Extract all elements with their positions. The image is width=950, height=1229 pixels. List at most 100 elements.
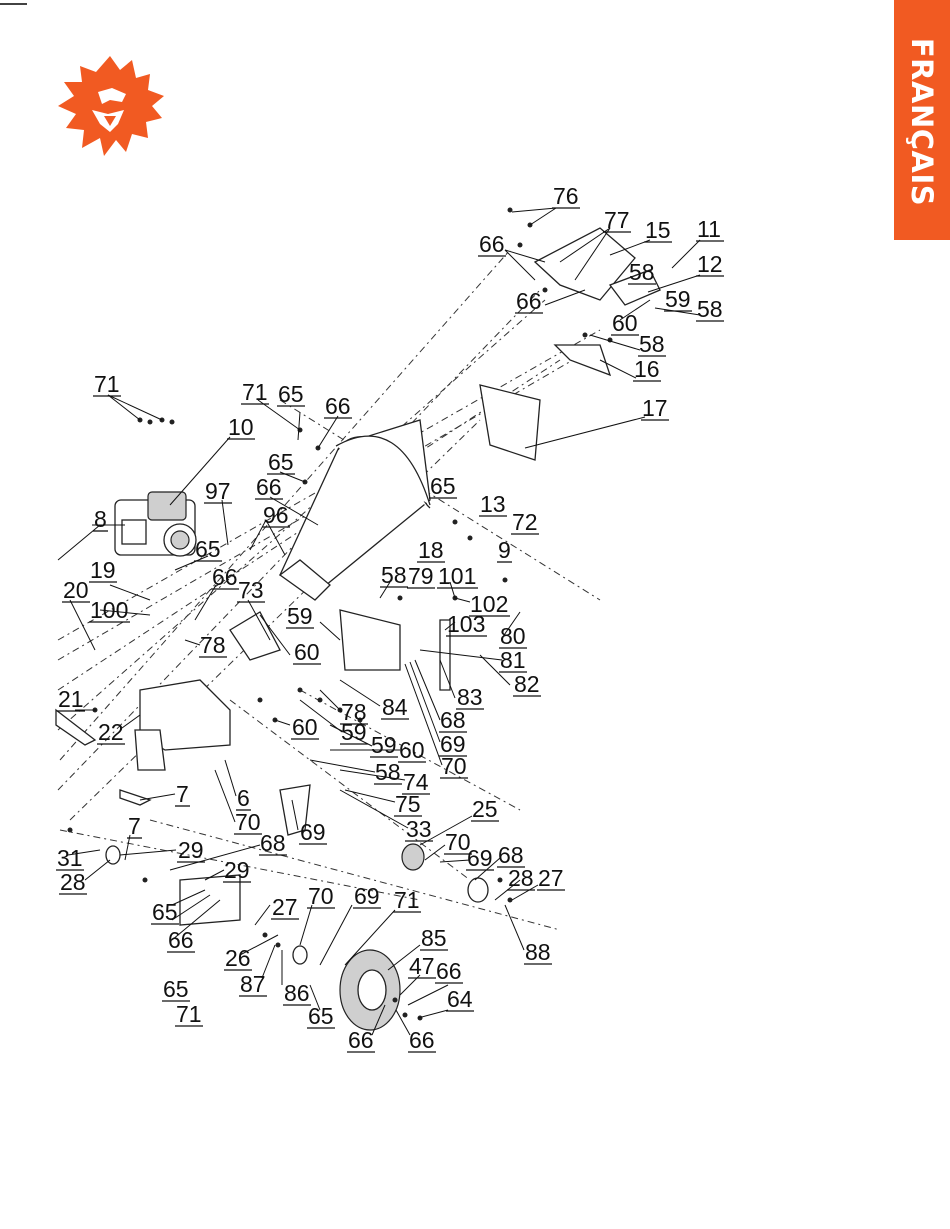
callout-number: 11 xyxy=(697,216,721,242)
callout-number: 83 xyxy=(457,684,483,710)
callout-number: 15 xyxy=(645,217,671,243)
callout-70: 70 xyxy=(307,883,335,909)
callout-number: 65 xyxy=(308,1003,334,1029)
callout-number: 58 xyxy=(375,759,401,785)
callout-number: 65 xyxy=(278,381,304,407)
callout-16: 16 xyxy=(633,356,661,382)
callout-number: 22 xyxy=(98,719,124,745)
frame-bars xyxy=(55,619,451,836)
callout-102: 102 xyxy=(469,591,510,617)
callout-58: 58 xyxy=(696,296,724,322)
callout-number: 28 xyxy=(60,869,86,895)
callout-number: 16 xyxy=(634,356,660,382)
callout-20: 20 xyxy=(62,577,90,603)
callout-27: 27 xyxy=(537,865,565,891)
callout-60: 60 xyxy=(293,639,321,665)
callout-59: 59 xyxy=(286,603,314,629)
callout-number: 70 xyxy=(441,753,467,779)
callout-number: 59 xyxy=(287,603,313,629)
callout-27: 27 xyxy=(271,894,299,920)
callout-70: 70 xyxy=(234,809,262,835)
callout-number: 76 xyxy=(553,183,579,209)
callout-65: 65 xyxy=(429,473,457,499)
callout-103: 103 xyxy=(446,611,487,637)
callout-77: 77 xyxy=(603,207,631,233)
callout-number: 71 xyxy=(242,379,268,405)
callout-58: 58 xyxy=(638,331,666,357)
callout-number: 81 xyxy=(500,647,526,673)
callout-75: 75 xyxy=(394,791,422,817)
callout-number: 80 xyxy=(500,623,526,649)
callout-number: 68 xyxy=(498,842,524,868)
callout-number: 60 xyxy=(292,714,318,740)
callout-58: 58 xyxy=(380,562,408,588)
callout-74: 74 xyxy=(402,769,430,795)
callout-number: 59 xyxy=(371,732,397,758)
callout-number: 71 xyxy=(394,887,420,913)
callout-number: 71 xyxy=(176,1001,202,1027)
callout-68: 68 xyxy=(439,707,467,733)
callout-number: 66 xyxy=(0,0,26,5)
callout-70: 70 xyxy=(440,753,468,779)
callout-number: 26 xyxy=(225,945,251,971)
callout-84: 84 xyxy=(381,694,409,720)
callout-number: 97 xyxy=(205,478,231,504)
callout-6: 6 xyxy=(236,785,251,811)
callout-66: 66 xyxy=(211,564,239,590)
callout-11: 11 xyxy=(696,216,724,242)
callout-59: 59 xyxy=(370,732,398,758)
callout-number: 75 xyxy=(395,791,421,817)
callout-96: 96 xyxy=(262,502,290,528)
callout-58: 58 xyxy=(628,259,656,285)
callout-number: 6 xyxy=(237,785,250,811)
callout-number: 78 xyxy=(341,699,367,725)
callout-69: 69 xyxy=(299,819,327,845)
callout-number: 100 xyxy=(90,597,128,623)
callout-7: 7 xyxy=(127,813,142,839)
callout-82: 82 xyxy=(513,671,541,697)
callout-28: 28 xyxy=(507,865,535,891)
callout-number: 68 xyxy=(260,830,286,856)
callout-number: 65 xyxy=(152,899,178,925)
callout-number: 66 xyxy=(256,474,282,500)
callout-number: 66 xyxy=(212,564,238,590)
chipper-housing xyxy=(134,609,401,926)
callout-number: 77 xyxy=(604,207,630,233)
callout-number: 103 xyxy=(447,611,485,637)
callout-number: 78 xyxy=(200,632,226,658)
callout-number: 58 xyxy=(697,296,723,322)
callout-number: 66 xyxy=(168,927,194,953)
callout-87: 87 xyxy=(239,971,267,997)
callout-66: 66 xyxy=(167,927,195,953)
callout-number: 66 xyxy=(409,1027,435,1053)
callout-number: 65 xyxy=(163,976,189,1002)
callout-31: 31 xyxy=(56,845,84,871)
callout-number: 65 xyxy=(195,536,221,562)
callout-85: 85 xyxy=(420,925,448,951)
wheel-assembly xyxy=(105,843,489,1031)
callout-21: 21 xyxy=(57,686,85,712)
callout-79: 79 xyxy=(407,563,435,589)
callout-101: 101 xyxy=(437,563,478,589)
callout-number: 18 xyxy=(418,537,444,563)
callout-number: 70 xyxy=(308,883,334,909)
language-tab: FRANÇAIS xyxy=(894,0,950,240)
callout-number: 25 xyxy=(472,796,498,822)
callout-66: 66 xyxy=(515,288,543,314)
callout-number: 47 xyxy=(409,953,435,979)
hopper-assembly xyxy=(278,419,431,601)
callout-number: 64 xyxy=(447,986,473,1012)
callout-number: 68 xyxy=(440,707,466,733)
callout-80: 80 xyxy=(499,623,527,649)
callout-59: 59 xyxy=(340,719,368,745)
callout-15: 15 xyxy=(644,217,672,243)
callout-number: 21 xyxy=(58,686,84,712)
callout-number: 7 xyxy=(128,813,141,839)
callout-number: 85 xyxy=(421,925,447,951)
callout-78: 78 xyxy=(340,699,368,725)
callout-number: 70 xyxy=(445,829,471,855)
callout-59: 59 xyxy=(664,286,692,312)
callout-number: 65 xyxy=(430,473,456,499)
callout-66: 66 xyxy=(435,958,463,984)
